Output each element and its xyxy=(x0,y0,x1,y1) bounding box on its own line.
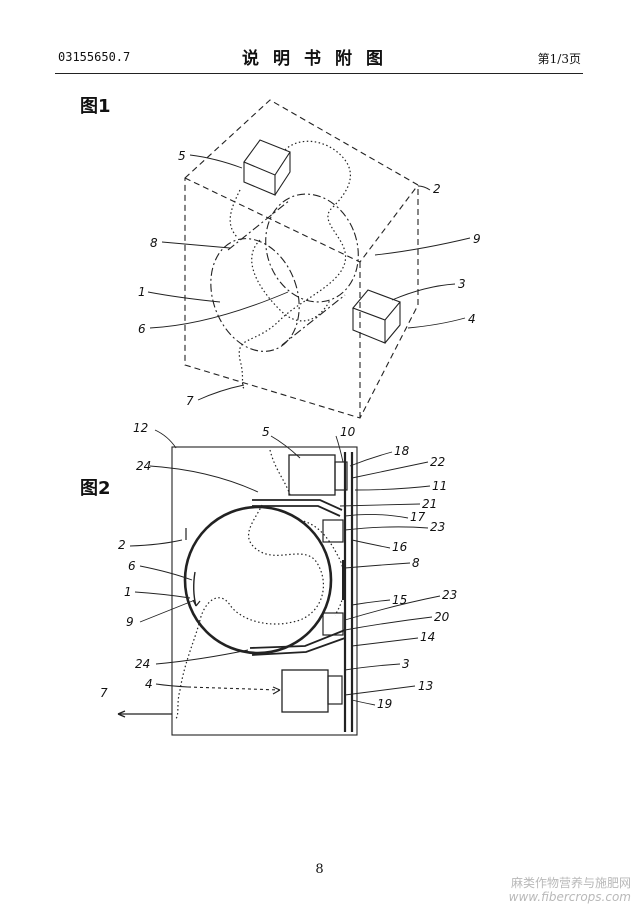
ref-label-9: 9 xyxy=(473,232,481,246)
header-rule xyxy=(55,73,583,74)
module-23-upper xyxy=(322,519,344,543)
ref-label-3: 3 xyxy=(458,277,466,291)
document-number: 03155650.7 xyxy=(58,50,131,64)
ref-label-18: 18 xyxy=(394,444,410,458)
module-13-box xyxy=(327,675,343,705)
ref-label-2: 2 xyxy=(118,538,126,552)
module-3-box xyxy=(352,289,401,344)
ref-label-2: 2 xyxy=(433,182,441,196)
module-10-box xyxy=(334,461,348,491)
ref-label-17: 17 xyxy=(410,510,426,524)
side-channel xyxy=(343,452,354,732)
ref-label-11: 11 xyxy=(432,479,447,493)
ref-label-15: 15 xyxy=(392,593,407,607)
ref-label-24-upper: 24 xyxy=(136,459,151,473)
figure-2-label: 图2 xyxy=(80,478,111,499)
module-23-lower xyxy=(322,612,344,636)
module-5-box xyxy=(243,139,291,196)
figure-1-label: 图1 xyxy=(80,96,111,117)
ref-label-14: 14 xyxy=(420,630,435,644)
airflow-path xyxy=(174,449,346,721)
module-5-box xyxy=(288,454,336,496)
ref-label-3: 3 xyxy=(402,657,410,671)
ref-label-23-lower: 23 xyxy=(442,588,457,602)
drum-circle xyxy=(183,505,333,655)
ref-label-8: 8 xyxy=(150,236,158,250)
ref-label-6: 6 xyxy=(128,559,136,573)
ref-label-10: 10 xyxy=(340,425,356,439)
watermark-text: 麻类作物营养与施肥网 xyxy=(510,876,631,890)
ref-label-6: 6 xyxy=(138,322,146,336)
ref-label-21: 21 xyxy=(422,497,437,511)
ref-label-5: 5 xyxy=(262,425,270,439)
ref-label-9: 9 xyxy=(126,615,134,629)
ref-label-4: 4 xyxy=(145,677,153,691)
lower-duct xyxy=(249,629,346,656)
page-reference: 第1/3页 xyxy=(537,52,581,66)
ref-label-1: 1 xyxy=(124,585,132,599)
ref-label-1: 1 xyxy=(138,285,146,299)
ref-label-13: 13 xyxy=(418,679,433,693)
module-3-box xyxy=(281,669,329,713)
ref-label-23-upper: 23 xyxy=(430,520,445,534)
ref-label-12: 12 xyxy=(133,421,148,435)
drum-cylinder xyxy=(210,193,359,352)
ref-label-19: 19 xyxy=(377,697,392,711)
upper-duct xyxy=(252,499,343,517)
ref-label-20: 20 xyxy=(434,610,450,624)
watermark: 麻类作物营养与施肥网 www.fibercrops.com xyxy=(509,876,631,904)
ref-label-16: 16 xyxy=(392,540,408,554)
ref-label-22: 22 xyxy=(430,455,445,469)
page-number: 8 xyxy=(315,862,324,877)
ref-label-8: 8 xyxy=(412,556,420,570)
ref-label-7: 7 xyxy=(100,686,108,700)
ref-label-4: 4 xyxy=(468,312,476,326)
ref-label-5: 5 xyxy=(178,149,186,163)
page-title: 说明书附图 xyxy=(242,49,397,69)
housing-box-outline xyxy=(184,99,419,419)
watermark-url: www.fibercrops.com xyxy=(508,890,631,904)
housing-outline xyxy=(171,446,358,736)
airflow-path xyxy=(229,140,351,391)
ref-label-24-lower: 24 xyxy=(135,657,150,671)
ref-label-7: 7 xyxy=(186,394,194,408)
